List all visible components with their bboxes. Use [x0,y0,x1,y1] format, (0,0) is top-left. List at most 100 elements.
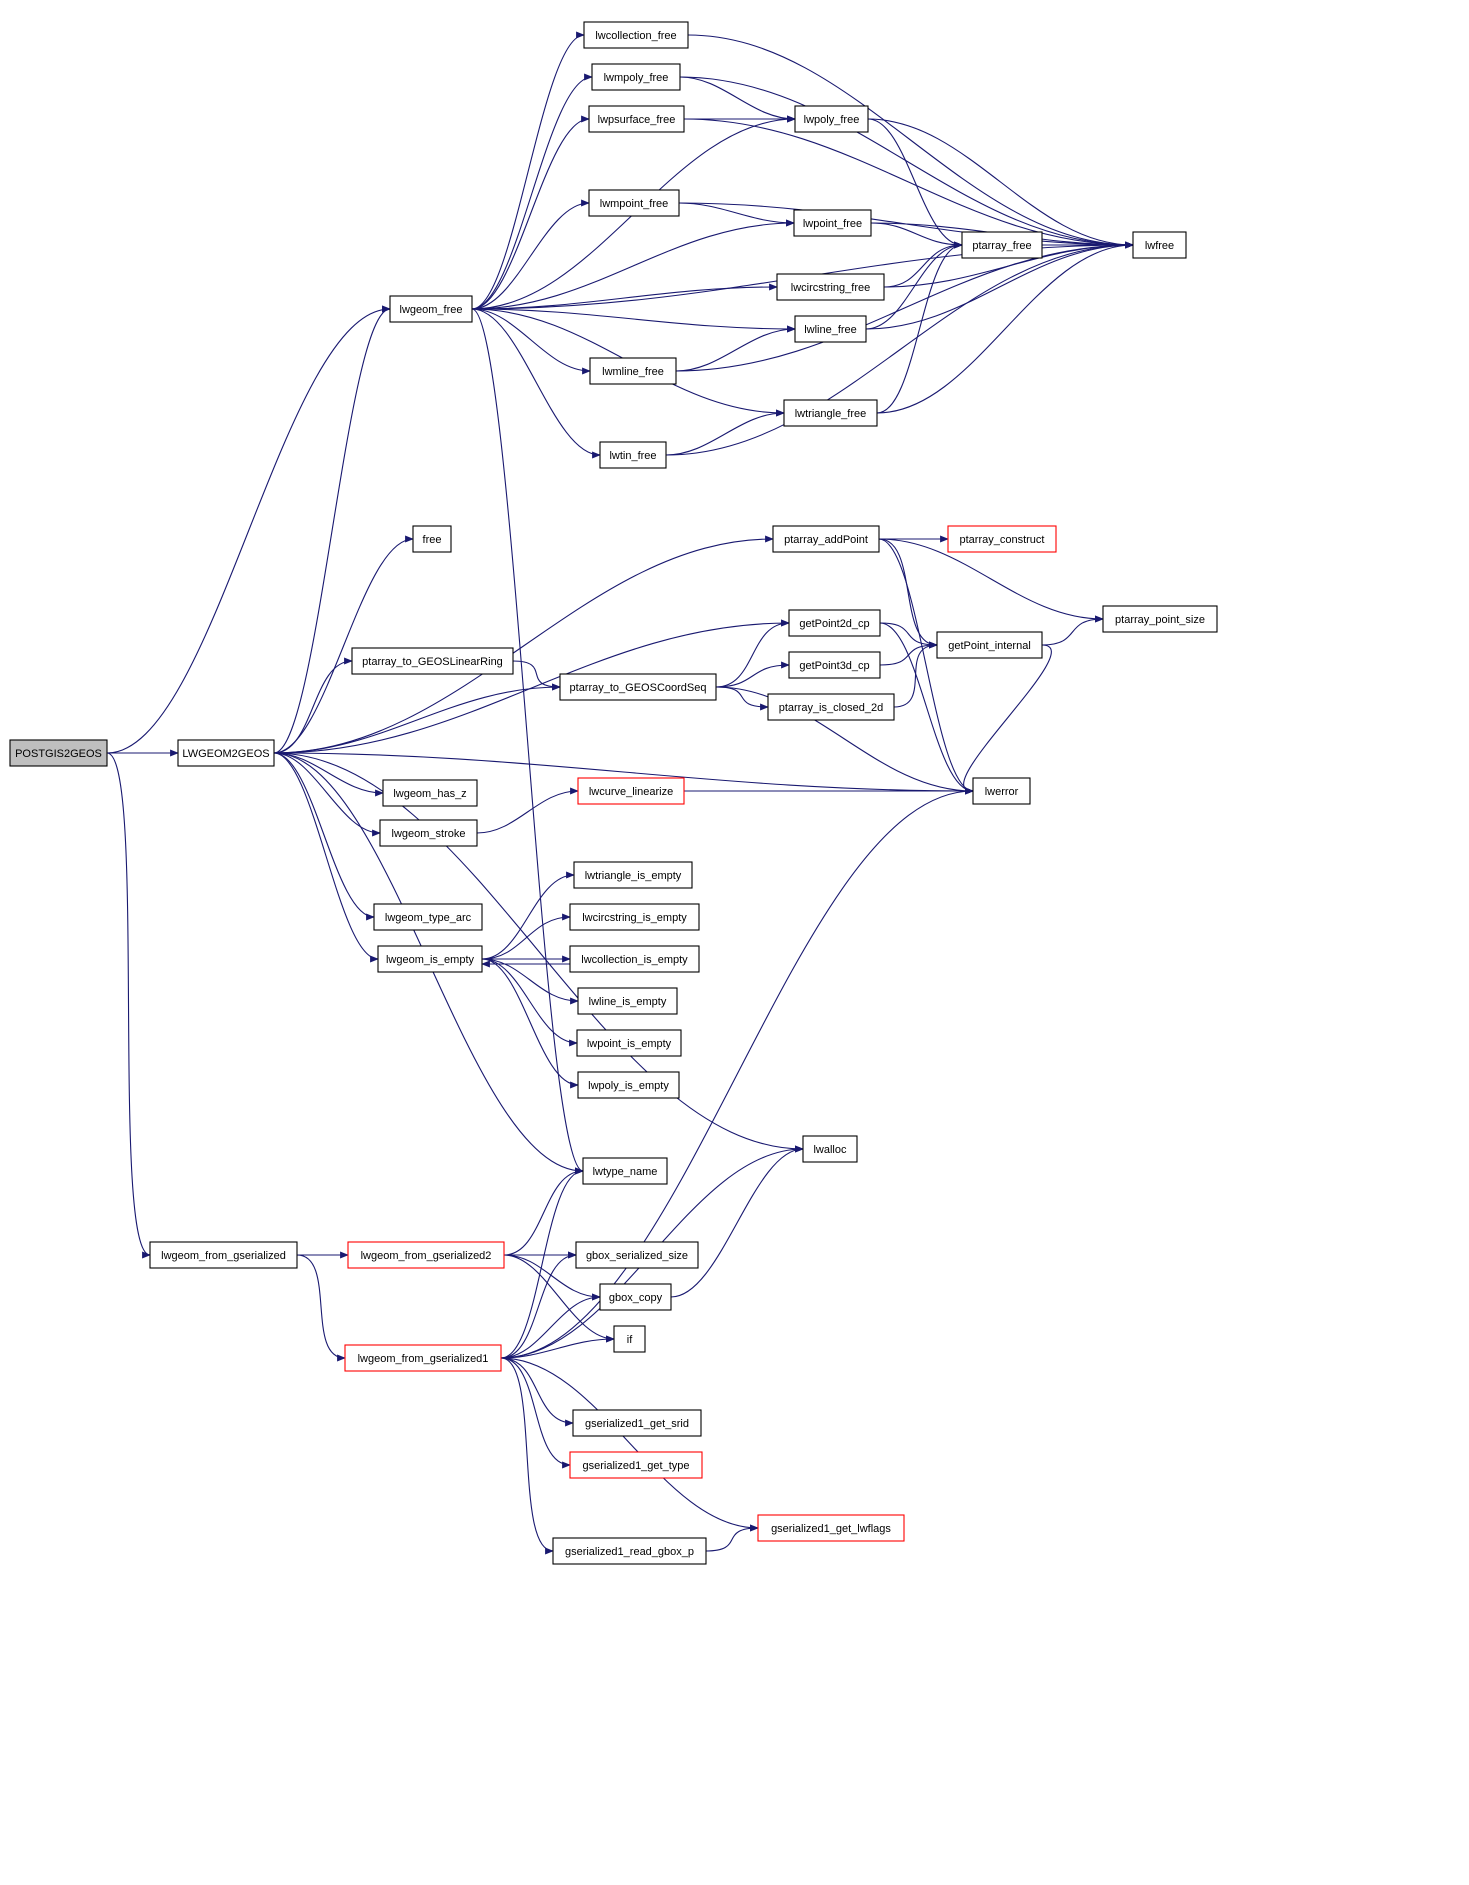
node-ptarray_is_closed_2d[interactable]: ptarray_is_closed_2d [767,693,895,721]
node-lwfree[interactable]: lwfree [1132,231,1187,259]
node-lwpoint_is_empty[interactable]: lwpoint_is_empty [576,1029,682,1057]
node-gbox_serialized_size[interactable]: gbox_serialized_size [575,1241,699,1269]
node-gserialized1_read_gbox_p[interactable]: gserialized1_read_gbox_p [552,1537,707,1565]
node-free[interactable]: free [412,525,452,553]
node-lwline_free[interactable]: lwline_free [794,315,867,343]
node-lwgeom_from_gserialized1[interactable]: lwgeom_from_gserialized1 [344,1344,502,1372]
node-box-lwerror[interactable] [972,777,1031,805]
node-box-lwpoly_free[interactable] [794,105,869,133]
node-box-lwgeom_from_gserialized2[interactable] [347,1241,505,1269]
node-box-ptarray_addPoint[interactable] [772,525,880,553]
node-getPoint_internal[interactable]: getPoint_internal [936,631,1043,659]
node-lwtriangle_is_empty[interactable]: lwtriangle_is_empty [573,861,693,889]
node-box-ptarray_to_GEOSCoordSeq[interactable] [559,673,717,701]
node-if[interactable]: if [613,1325,646,1353]
node-box-lwpoint_free[interactable] [793,209,872,237]
node-box-if[interactable] [613,1325,646,1353]
node-box-lwcollection_is_empty[interactable] [569,945,700,973]
node-box-lwline_is_empty[interactable] [577,987,678,1015]
node-lwgeom_type_arc[interactable]: lwgeom_type_arc [373,903,483,931]
node-lwpsurface_free[interactable]: lwpsurface_free [588,105,685,133]
node-box-gserialized1_get_srid[interactable] [572,1409,702,1437]
node-box-lwpoly_is_empty[interactable] [577,1071,680,1099]
node-lwcollection_is_empty[interactable]: lwcollection_is_empty [569,945,700,973]
node-box-lwgeom_is_empty[interactable] [377,945,483,973]
node-getPoint3d_cp[interactable]: getPoint3d_cp [788,651,881,679]
node-lwgeom_has_z[interactable]: lwgeom_has_z [382,779,478,807]
node-ptarray_to_GEOSLinearRing[interactable]: ptarray_to_GEOSLinearRing [351,647,514,675]
node-box-gserialized1_get_type[interactable] [569,1451,703,1479]
node-box-lwfree[interactable] [1132,231,1187,259]
node-ptarray_free[interactable]: ptarray_free [961,231,1043,259]
node-box-ptarray_construct[interactable] [947,525,1057,553]
node-box-lwpoint_is_empty[interactable] [576,1029,682,1057]
node-box-lwgeom_free[interactable] [389,295,473,323]
node-box-lwcircstring_free[interactable] [776,273,885,301]
node-lwerror[interactable]: lwerror [972,777,1031,805]
node-box-lwpsurface_free[interactable] [588,105,685,133]
node-box-getPoint2d_cp[interactable] [788,609,881,637]
node-POSTGIS2GEOS[interactable]: POSTGIS2GEOS [9,739,108,767]
node-box-lwcollection_free[interactable] [583,21,689,49]
node-lwtin_free[interactable]: lwtin_free [599,441,667,469]
node-lwpoly_is_empty[interactable]: lwpoly_is_empty [577,1071,680,1099]
node-box-gbox_copy[interactable] [599,1283,672,1311]
node-box-gbox_serialized_size[interactable] [575,1241,699,1269]
node-ptarray_to_GEOSCoordSeq[interactable]: ptarray_to_GEOSCoordSeq [559,673,717,701]
node-box-lwalloc[interactable] [802,1135,858,1163]
node-lwalloc[interactable]: lwalloc [802,1135,858,1163]
node-box-gserialized1_read_gbox_p[interactable] [552,1537,707,1565]
node-lwtype_name[interactable]: lwtype_name [582,1157,668,1185]
node-box-ptarray_free[interactable] [961,231,1043,259]
node-box-gserialized1_get_lwflags[interactable] [757,1514,905,1542]
node-box-lwtriangle_free[interactable] [783,399,878,427]
node-gserialized1_get_type[interactable]: gserialized1_get_type [569,1451,703,1479]
node-box-lwmline_free[interactable] [589,357,677,385]
node-box-LWGEOM2GEOS[interactable] [177,739,275,767]
node-box-POSTGIS2GEOS[interactable] [9,739,108,767]
node-lwgeom_from_gserialized2[interactable]: lwgeom_from_gserialized2 [347,1241,505,1269]
node-box-lwgeom_stroke[interactable] [379,819,478,847]
node-ptarray_construct[interactable]: ptarray_construct [947,525,1057,553]
node-gserialized1_get_lwflags[interactable]: gserialized1_get_lwflags [757,1514,905,1542]
node-box-lwgeom_from_gserialized[interactable] [149,1241,298,1269]
node-box-getPoint3d_cp[interactable] [788,651,881,679]
node-ptarray_addPoint[interactable]: ptarray_addPoint [772,525,880,553]
node-box-free[interactable] [412,525,452,553]
node-lwmpoly_free[interactable]: lwmpoly_free [591,63,681,91]
node-box-ptarray_is_closed_2d[interactable] [767,693,895,721]
node-lwgeom_is_empty[interactable]: lwgeom_is_empty [377,945,483,973]
node-lwgeom_from_gserialized[interactable]: lwgeom_from_gserialized [149,1241,298,1269]
node-box-lwmpoint_free[interactable] [588,189,680,217]
node-lwgeom_free[interactable]: lwgeom_free [389,295,473,323]
node-lwtriangle_free[interactable]: lwtriangle_free [783,399,878,427]
node-getPoint2d_cp[interactable]: getPoint2d_cp [788,609,881,637]
node-box-getPoint_internal[interactable] [936,631,1043,659]
node-box-lwmpoly_free[interactable] [591,63,681,91]
node-box-lwtriangle_is_empty[interactable] [573,861,693,889]
node-gserialized1_get_srid[interactable]: gserialized1_get_srid [572,1409,702,1437]
node-gbox_copy[interactable]: gbox_copy [599,1283,672,1311]
node-box-lwcurve_linearize[interactable] [577,777,685,805]
node-lwgeom_stroke[interactable]: lwgeom_stroke [379,819,478,847]
node-box-lwtin_free[interactable] [599,441,667,469]
node-box-lwline_free[interactable] [794,315,867,343]
node-box-lwtype_name[interactable] [582,1157,668,1185]
node-lwline_is_empty[interactable]: lwline_is_empty [577,987,678,1015]
node-ptarray_point_size[interactable]: ptarray_point_size [1102,605,1218,633]
node-box-lwgeom_type_arc[interactable] [373,903,483,931]
node-lwpoint_free[interactable]: lwpoint_free [793,209,872,237]
node-lwmline_free[interactable]: lwmline_free [589,357,677,385]
node-box-lwgeom_from_gserialized1[interactable] [344,1344,502,1372]
node-lwcollection_free[interactable]: lwcollection_free [583,21,689,49]
node-box-ptarray_to_GEOSLinearRing[interactable] [351,647,514,675]
node-LWGEOM2GEOS[interactable]: LWGEOM2GEOS [177,739,275,767]
node-lwcircstring_is_empty[interactable]: lwcircstring_is_empty [569,903,700,931]
node-lwmpoint_free[interactable]: lwmpoint_free [588,189,680,217]
node-box-lwgeom_has_z[interactable] [382,779,478,807]
node-lwcircstring_free[interactable]: lwcircstring_free [776,273,885,301]
node-lwcurve_linearize[interactable]: lwcurve_linearize [577,777,685,805]
node-box-lwcircstring_is_empty[interactable] [569,903,700,931]
node-lwpoly_free[interactable]: lwpoly_free [794,105,869,133]
node-box-ptarray_point_size[interactable] [1102,605,1218,633]
